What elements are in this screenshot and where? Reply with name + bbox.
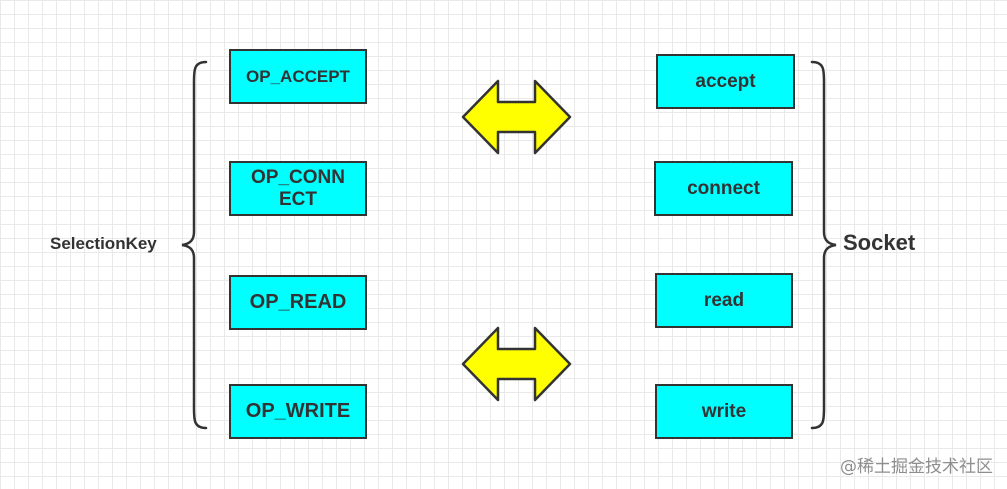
write-text: write — [701, 400, 747, 422]
write-box: write — [655, 384, 793, 439]
op-connect-box: OP_CONN ECT — [229, 161, 367, 216]
op-write-text: OP_WRITE — [245, 400, 351, 422]
op-read-box: OP_READ — [229, 275, 367, 330]
connect-box: connect — [654, 161, 793, 216]
accept-text: accept — [695, 70, 756, 92]
op-connect-text-line1: OP_CONN — [251, 166, 345, 188]
double-arrow-top — [461, 79, 572, 155]
accept-box: accept — [656, 54, 795, 109]
read-box: read — [655, 273, 793, 328]
watermark: @稀土掘金技术社区 — [840, 457, 993, 477]
read-text: read — [703, 289, 745, 311]
double-arrow-bottom — [461, 326, 572, 402]
op-accept-box: OP_ACCEPT — [229, 49, 367, 104]
op-read-text: OP_READ — [249, 291, 347, 313]
left-brace — [181, 60, 208, 430]
op-connect-text-line2: ECT — [279, 188, 317, 210]
socket-label: Socket — [843, 230, 916, 255]
right-brace — [810, 60, 837, 430]
op-accept-text: OP_ACCEPT — [246, 66, 350, 86]
connect-text: connect — [687, 177, 760, 199]
op-write-box: OP_WRITE — [229, 384, 367, 439]
selectionkey-label: SelectionKey — [50, 234, 157, 253]
